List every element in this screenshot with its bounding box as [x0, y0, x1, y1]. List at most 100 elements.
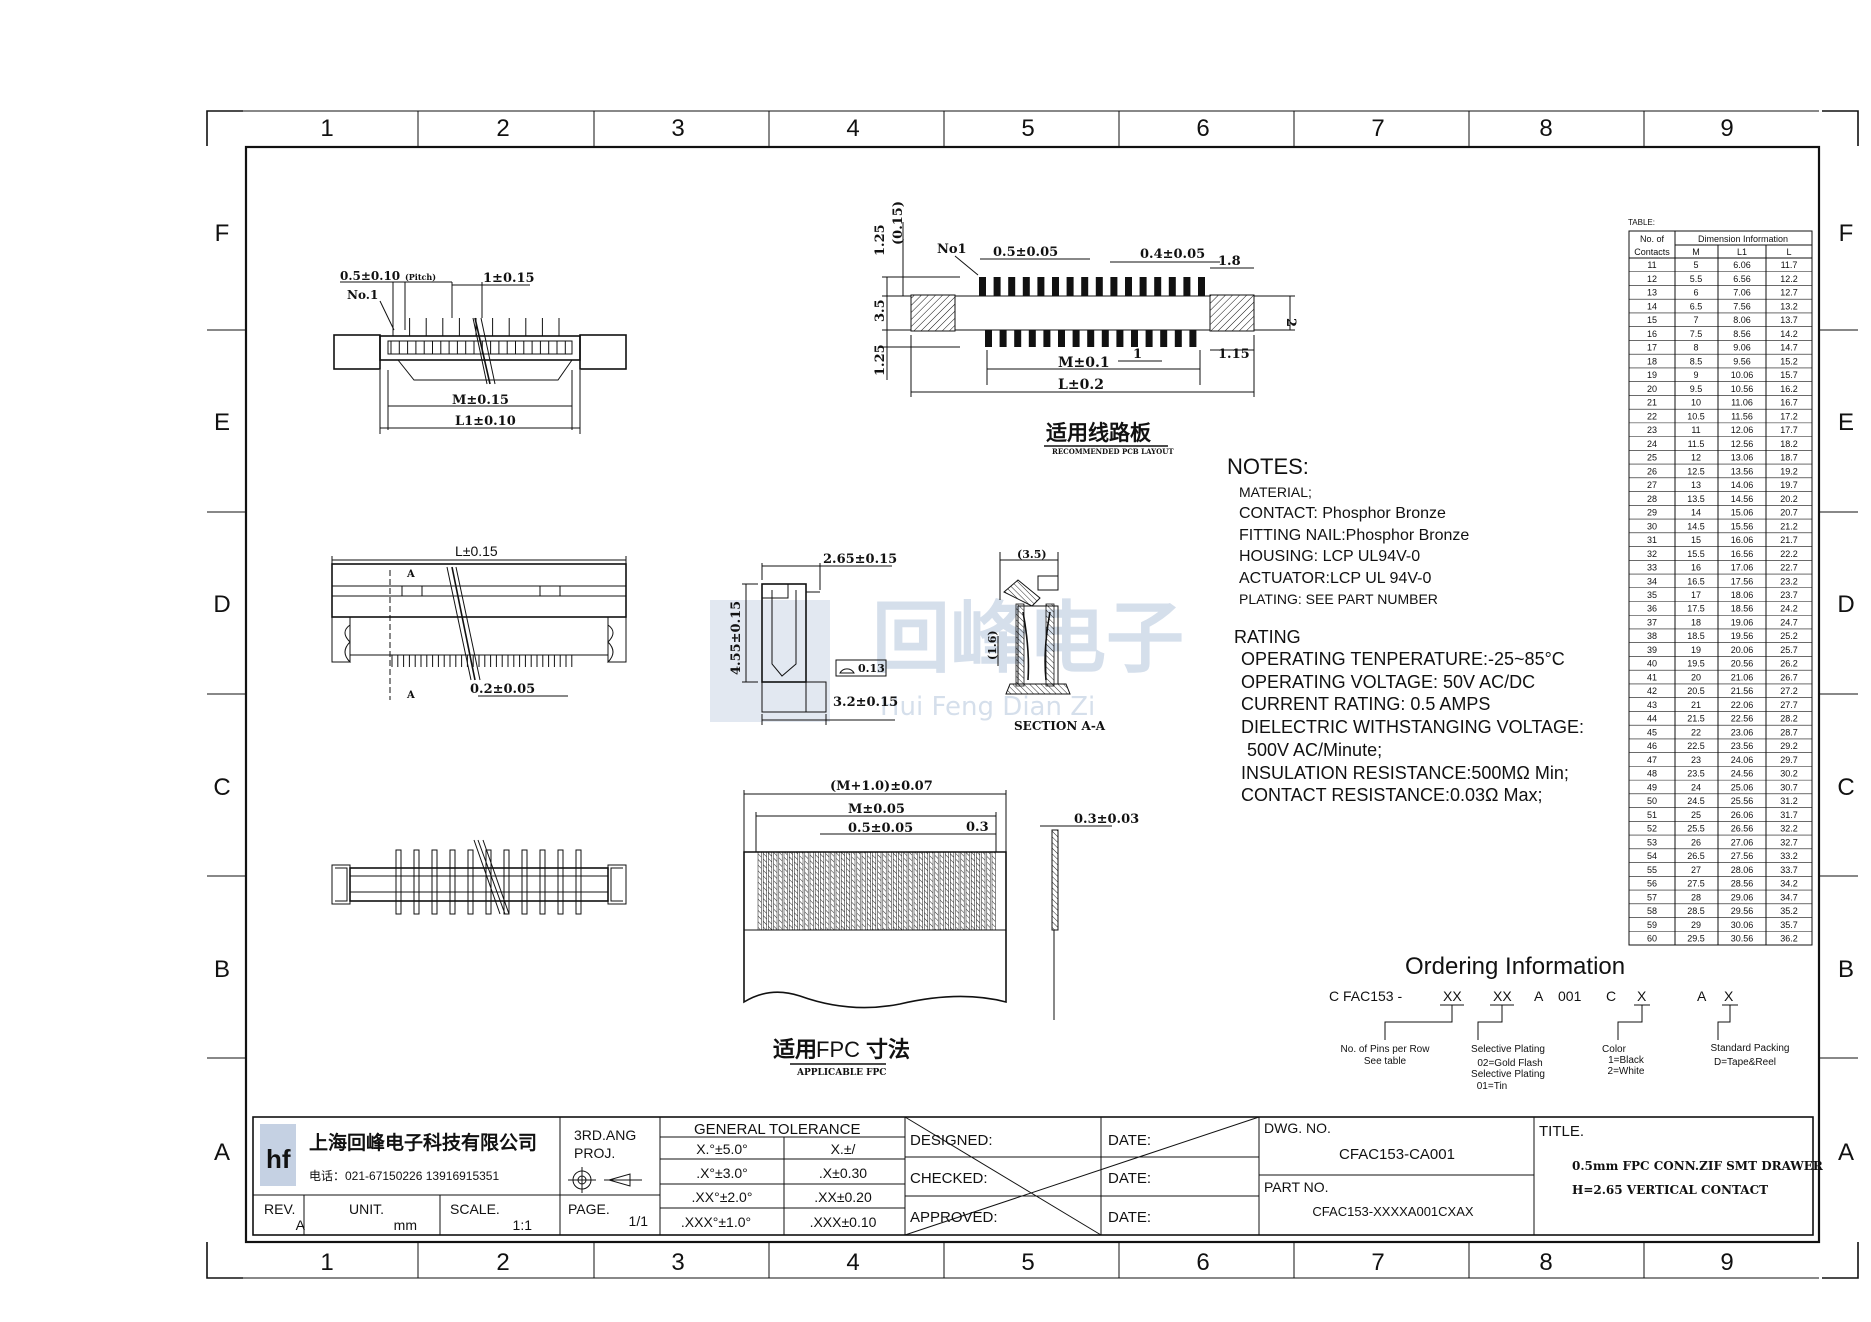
- table-h2: Dimension Information: [1698, 234, 1788, 244]
- table-cell: 33: [1647, 563, 1657, 573]
- drawing-title-2: H=2.65 VERTICAL CONTACT: [1572, 1183, 1768, 1197]
- table-cell: 27: [1647, 480, 1657, 490]
- table-cell: 20.5: [1687, 686, 1705, 696]
- table-cell: 14.5: [1687, 521, 1705, 531]
- fpc-contact: [903, 851, 908, 931]
- table-cell: 25.06: [1731, 782, 1754, 792]
- pcb-pad: [1058, 330, 1065, 347]
- contact-pin: [449, 849, 456, 915]
- row-label-f: F: [215, 220, 230, 247]
- table-cell: 23: [1647, 425, 1657, 435]
- contact-pin: [575, 849, 582, 915]
- fpc-title-cn1: 适用: [773, 1037, 817, 1063]
- table-cell: 12.06: [1731, 425, 1754, 435]
- table-cell: 12.2: [1780, 274, 1798, 284]
- date-label: DATE:: [1108, 1209, 1151, 1226]
- col-label-9: 9: [1720, 115, 1733, 142]
- table-cell: 28.2: [1780, 714, 1798, 724]
- table-cell: 6.5: [1690, 301, 1703, 311]
- tolerance-heading: GENERAL TOLERANCE: [694, 1121, 860, 1138]
- table-cell: 26.06: [1731, 810, 1754, 820]
- table-cell: 21: [1691, 700, 1701, 710]
- row-label-f-right: F: [1839, 220, 1854, 247]
- fpc-contact: [965, 851, 970, 931]
- checked-label: CHECKED:: [910, 1170, 988, 1187]
- row-label-b: B: [214, 956, 230, 983]
- order-color-3: 2=White: [1608, 1066, 1645, 1077]
- table-cell: 25: [1691, 810, 1701, 820]
- row-label-a: A: [214, 1139, 230, 1166]
- fpc-contact: [913, 851, 918, 931]
- table-cell: 26.56: [1731, 824, 1754, 834]
- col-label-9-bottom: 9: [1720, 1249, 1733, 1276]
- fv-d: 0.2±0.05: [470, 682, 535, 697]
- fpc-contact: [809, 851, 814, 931]
- table-cell: 36.2: [1780, 934, 1798, 944]
- fpc-d4: 0.3: [966, 820, 989, 835]
- fpc-contact: [768, 851, 773, 931]
- pcb-pad: [1072, 330, 1080, 347]
- table-cell: 16: [1647, 329, 1657, 339]
- pcb-dim-l: L±0.2: [1058, 377, 1104, 393]
- table-cell: 24: [1647, 439, 1657, 449]
- table-cell: 19.7: [1780, 480, 1798, 490]
- unit-label: UNIT.: [349, 1201, 384, 1217]
- fpc-contact: [814, 851, 819, 931]
- tv-no1: No.1: [347, 288, 378, 302]
- company-name: 上海回峰电子科技有限公司: [309, 1131, 537, 1154]
- watermark-pinyin: Hui Feng Dian Zi: [880, 692, 1095, 722]
- order-plat-4: 01=Tin: [1477, 1081, 1507, 1092]
- watermark: 回峰电子 Hui Feng Dian Zi: [710, 594, 1184, 722]
- table-cell: 32.7: [1780, 837, 1798, 847]
- table-cell: 23.56: [1731, 741, 1754, 751]
- col-label-6-bottom: 6: [1196, 1249, 1209, 1276]
- contact-pin: [485, 849, 492, 915]
- table-cell: 34: [1647, 576, 1657, 586]
- table-cell: 51: [1647, 810, 1657, 820]
- fpc-contact: [762, 851, 767, 931]
- table-cell: 20: [1647, 384, 1657, 394]
- dwg-no-value: CFAC153-CA001: [1339, 1146, 1455, 1163]
- col-label-7-bottom: 7: [1371, 1249, 1384, 1276]
- scale-value: 1:1: [513, 1217, 533, 1233]
- dwg-no-label: DWG. NO.: [1264, 1120, 1331, 1136]
- table-cell: 22.56: [1731, 714, 1754, 724]
- table-cell: 42: [1647, 686, 1657, 696]
- table-cell: 27.5: [1687, 879, 1705, 889]
- rating-line: CURRENT RATING: 0.5 AMPS: [1241, 694, 1490, 714]
- fpc-contact: [887, 851, 892, 931]
- fv-l: L±0.15: [455, 543, 498, 559]
- pcb-pad: [1087, 330, 1095, 347]
- pcb-pad: [1101, 330, 1109, 347]
- fpc-contact: [892, 851, 897, 931]
- table-cell: 9.5: [1690, 384, 1703, 394]
- col-label-8-bottom: 8: [1539, 1249, 1552, 1276]
- table-cell: 25.2: [1780, 631, 1798, 641]
- table-cell: 46: [1647, 741, 1657, 751]
- title-label: TITLE.: [1539, 1123, 1584, 1140]
- fpc-contact: [991, 851, 996, 931]
- note-line: MATERIAL;: [1239, 484, 1312, 500]
- fpc-contact: [794, 851, 799, 931]
- pcb-pad: [1198, 277, 1205, 296]
- pcb-pad: [1174, 330, 1182, 347]
- col-label-5: 5: [1021, 115, 1034, 142]
- pcb-pad: [1008, 277, 1016, 296]
- fpc-contact: [825, 851, 830, 931]
- table-cell: 28: [1691, 892, 1701, 902]
- sheet-frame: 1 2 3 4 5 6 7 8 9 1 2 3 4 5 6 7 8 9 F E …: [206, 110, 1859, 1279]
- table-cell: 10.56: [1731, 384, 1754, 394]
- notes: NOTES: MATERIAL; CONTACT: Phosphor Bronz…: [1227, 454, 1584, 805]
- fpc-contact: [950, 851, 955, 931]
- order-color-1: Color: [1602, 1044, 1627, 1055]
- table-cell: 11.7: [1781, 260, 1798, 270]
- col-label-7: 7: [1371, 115, 1384, 142]
- table-cell: 10: [1691, 398, 1701, 408]
- table-cell: 20: [1691, 672, 1701, 682]
- fpc-contact: [944, 851, 949, 931]
- table-cell: 11.06: [1731, 398, 1753, 408]
- table-cell: 39: [1647, 645, 1657, 655]
- table-cell: 34.7: [1780, 892, 1798, 902]
- fpc-contact: [986, 851, 991, 931]
- sec-top: (3.5): [1017, 548, 1047, 561]
